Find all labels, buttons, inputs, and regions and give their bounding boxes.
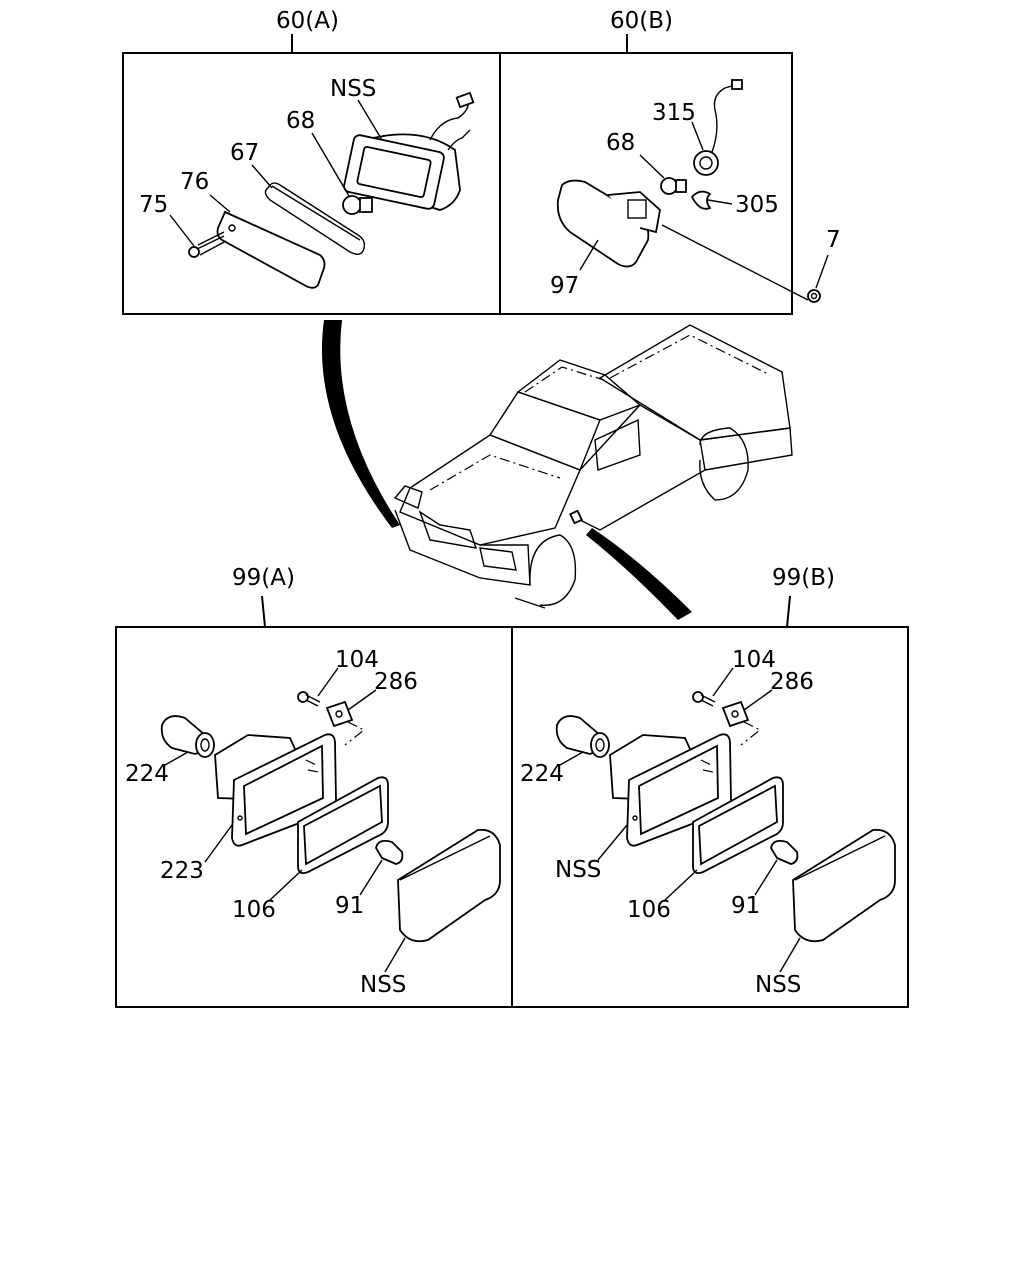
socket-224-a <box>160 715 215 758</box>
bulb-91-b <box>770 839 799 865</box>
callout-br-224: 224 <box>520 761 564 787</box>
lens-76 <box>216 210 326 289</box>
callout-tl-nss: NSS <box>330 76 376 102</box>
panel-60a-title: 60(A) <box>276 8 339 34</box>
callout-br-286: 286 <box>770 669 814 695</box>
bulb-68-a <box>342 195 373 215</box>
side-lamp-housing <box>343 91 475 211</box>
callout-bl-106: 106 <box>232 897 276 923</box>
callout-br-106: 106 <box>627 897 671 923</box>
callout-bl-224: 224 <box>125 761 169 787</box>
socket-224-b <box>555 715 610 758</box>
screw-75 <box>188 231 227 258</box>
callout-bl-286: 286 <box>374 669 418 695</box>
panel-60b: 60(B) 315 68 305 97 <box>499 8 793 315</box>
side-marker-location <box>569 509 583 525</box>
panel-99a-title: 99(A) <box>232 565 295 591</box>
panel-99b: 99(B) 104 286 224 <box>511 565 909 1008</box>
pickup-truck-illustration <box>393 324 793 609</box>
side-lamp-97 <box>556 179 661 268</box>
panel-60a: 60(A) NSS 68 67 76 <box>122 8 501 315</box>
gasket-67 <box>264 182 366 255</box>
clip-286-a <box>325 700 366 746</box>
nut-7: 7 <box>661 224 841 303</box>
callout-tl-67: 67 <box>230 140 259 166</box>
screw-104-a <box>297 691 321 707</box>
callout-tl-68: 68 <box>286 108 315 134</box>
callout-bl-91: 91 <box>335 893 364 919</box>
panel-60b-frame <box>499 52 793 315</box>
callout-tl-75: 75 <box>139 192 168 218</box>
callout-tr-97: 97 <box>550 273 579 299</box>
bulb-91-a <box>375 839 404 865</box>
callout-bl-104: 104 <box>335 647 379 673</box>
callout-tr-305: 305 <box>735 192 779 218</box>
clip-305 <box>690 190 712 210</box>
panel-60b-title: 60(B) <box>610 8 673 34</box>
callout-br-91: 91 <box>731 893 760 919</box>
bulb-68-b <box>660 177 687 195</box>
callout-7: 7 <box>826 227 841 253</box>
pointer-arrow-lower <box>586 528 692 620</box>
panel-99a: 99(A) 104 286 224 <box>115 565 513 1008</box>
callout-bl-223: 223 <box>160 858 204 884</box>
clip-286-b <box>721 700 762 746</box>
screw-104-b <box>692 691 716 707</box>
callout-br-104: 104 <box>732 647 776 673</box>
lens-cover-b <box>792 828 896 943</box>
callout-tr-68: 68 <box>606 130 635 156</box>
callout-tr-315: 315 <box>652 100 696 126</box>
panel-99b-title: 99(B) <box>772 565 835 591</box>
callout-tl-76: 76 <box>180 169 209 195</box>
socket-315 <box>693 79 743 176</box>
lens-cover-a <box>397 828 501 943</box>
callout-br-nss-housing: NSS <box>555 857 601 883</box>
panel-99b-frame <box>511 626 909 1008</box>
callout-bl-nss: NSS <box>360 972 406 998</box>
callout-br-nss-lens: NSS <box>755 972 801 998</box>
pointer-arrow-upper <box>321 320 400 528</box>
